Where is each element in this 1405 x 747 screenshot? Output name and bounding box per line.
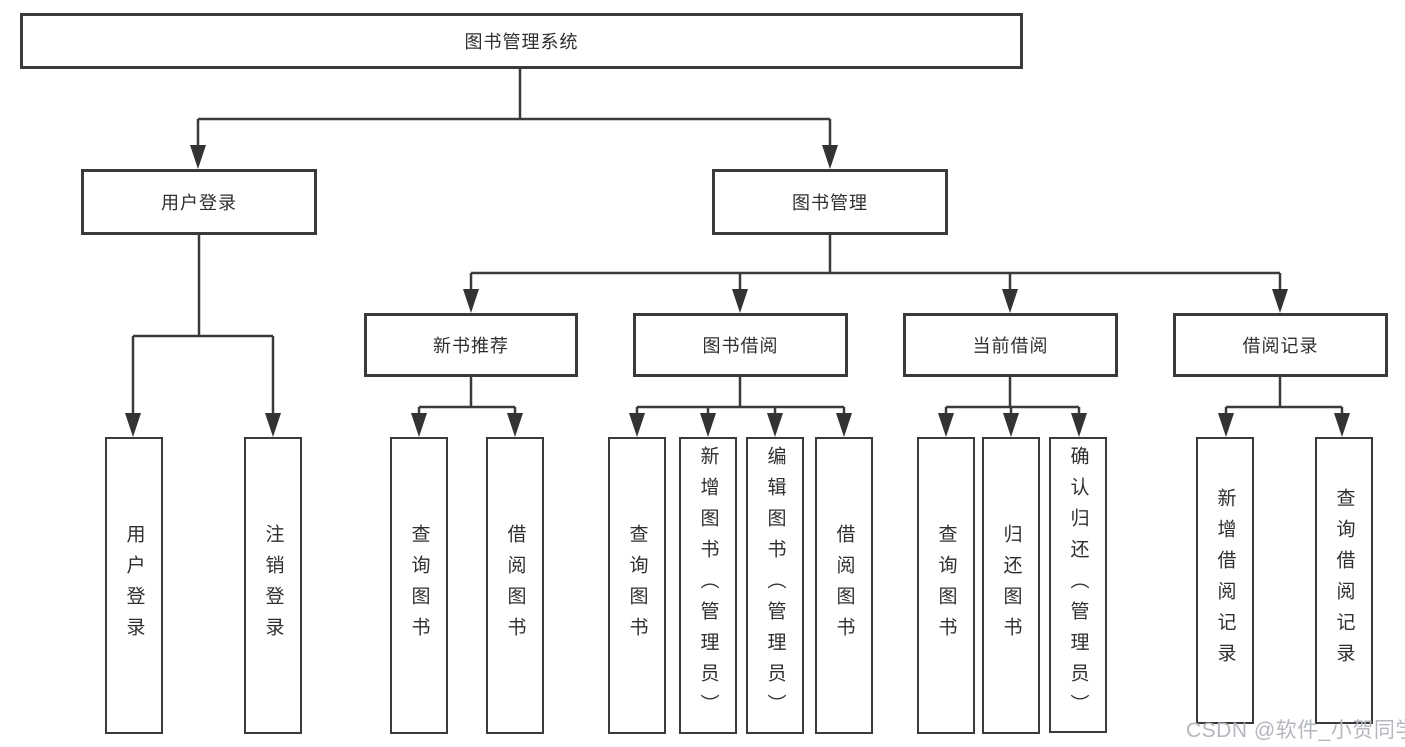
leaf-borrow-books: 借阅图书: [815, 437, 873, 734]
leaf-confirm-return-admin: 确认归还（管理员）: [1049, 437, 1107, 733]
node-user-login: 用户登录: [81, 169, 317, 235]
node-label: 新增图书（管理员）: [697, 446, 719, 725]
leaf-return-books: 归还图书: [982, 437, 1040, 734]
leaf-query-borrow-record: 查询借阅记录: [1315, 437, 1373, 724]
node-label: 图书借阅: [702, 336, 779, 356]
connector-records-group: [1218, 377, 1350, 437]
node-label: 新增借阅记录: [1214, 487, 1236, 674]
node-label: 查询借阅记录: [1333, 487, 1355, 674]
leaf-add-borrow-record: 新增借阅记录: [1196, 437, 1254, 724]
leaf-edit-books-admin: 编辑图书（管理员）: [746, 437, 804, 734]
node-label: 编辑图书（管理员）: [764, 446, 786, 725]
leaf-query-books-borrow: 查询图书: [608, 437, 666, 734]
leaf-add-books-admin: 新增图书（管理员）: [679, 437, 737, 734]
connector-borrow-group: [629, 377, 852, 437]
node-label: 图书管理: [792, 193, 868, 213]
leaf-query-books-recommend: 查询图书: [390, 437, 448, 734]
node-borrow-records: 借阅记录: [1173, 313, 1388, 377]
node-label: 用户登录: [123, 523, 145, 648]
csdn-watermark: CSDN @软件_小贺同学: [1186, 719, 1405, 742]
node-label: 确认归还（管理员）: [1067, 445, 1089, 725]
node-system-root: 图书管理系统: [20, 13, 1023, 69]
connector-root-to-level1: [190, 69, 838, 169]
node-new-book-recommend: 新书推荐: [364, 313, 578, 377]
leaf-query-books-current: 查询图书: [917, 437, 975, 734]
leaf-logout: 注销登录: [244, 437, 302, 734]
node-current-borrowing: 当前借阅: [903, 313, 1118, 377]
node-label: 查询图书: [935, 523, 957, 648]
connector-login-group: [125, 235, 281, 437]
node-label: 查询图书: [408, 523, 430, 648]
connector-bookmgmt-group: [463, 235, 1288, 313]
leaf-user-login: 用户登录: [105, 437, 163, 734]
node-book-borrowing: 图书借阅: [633, 313, 848, 377]
node-label: 当前借阅: [972, 336, 1049, 356]
node-label: 借阅图书: [833, 523, 855, 648]
node-label: 借阅记录: [1242, 336, 1319, 356]
node-label: 查询图书: [626, 523, 648, 648]
connector-newbook-group: [411, 377, 523, 437]
node-label: 注销登录: [262, 523, 284, 648]
node-label: 新书推荐: [433, 336, 509, 356]
node-label: 图书管理系统: [464, 32, 579, 52]
node-label: 借阅图书: [504, 523, 526, 648]
leaf-borrow-books-recommend: 借阅图书: [486, 437, 544, 734]
node-label: 用户登录: [161, 193, 237, 213]
node-book-management: 图书管理: [712, 169, 948, 235]
connector-current-group: [938, 377, 1087, 437]
node-label: 归还图书: [1000, 523, 1022, 648]
